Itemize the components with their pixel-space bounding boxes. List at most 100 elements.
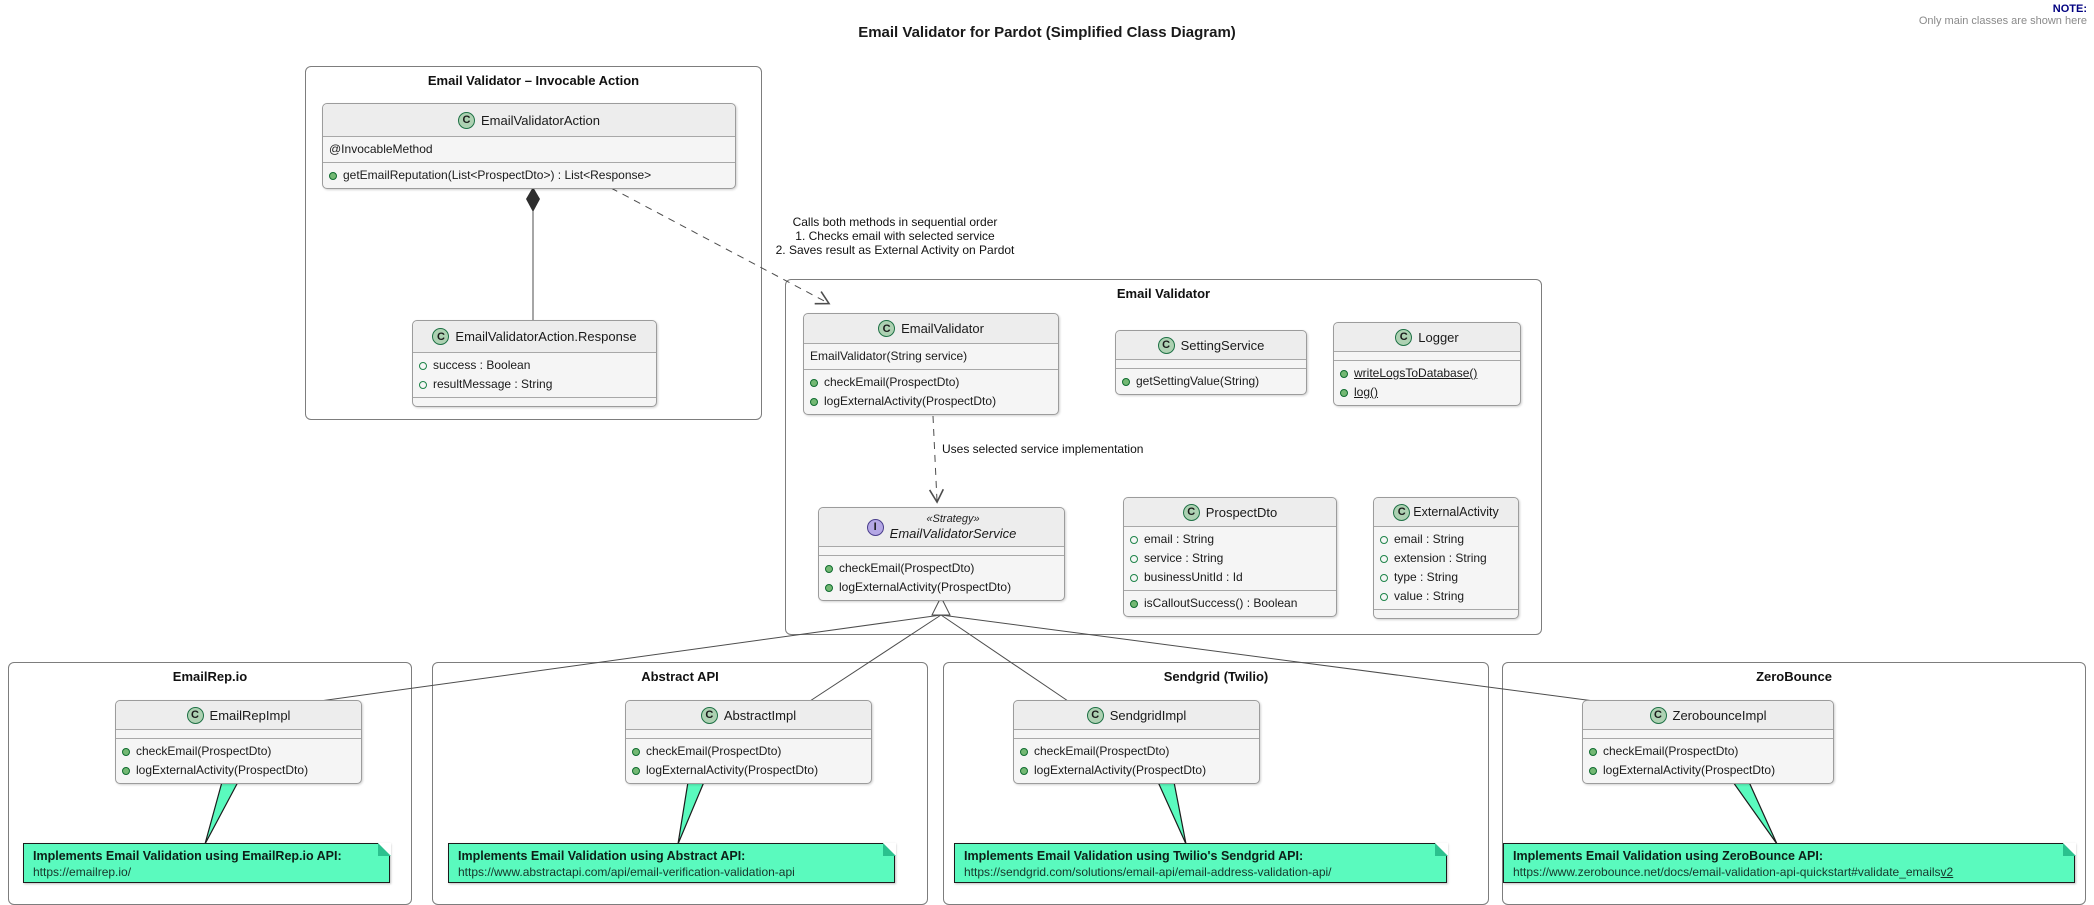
static-method: writeLogsToDatabase() [1340,364,1514,383]
realization-zerobounce [940,614,1595,702]
realization-abstract [809,614,942,702]
empty-compartment [1334,351,1520,360]
attribute-icon [1380,573,1388,582]
public-method-icon [1340,369,1348,378]
class-logger: C Logger writeLogsToDatabase() log() [1333,322,1521,406]
attribute-icon [1380,554,1388,563]
attribute-icon [419,380,427,389]
dependency-label-uses-service: Uses selected service implementation [942,442,1144,456]
class-name: Logger [1418,329,1459,345]
empty-compartment [1014,729,1259,738]
interface-emailvalidatorservice: I «Strategy» EmailValidatorService check… [818,507,1065,601]
interface-header: I «Strategy» EmailValidatorService [819,508,1064,546]
class-icon: C [432,328,450,345]
method: checkEmail(ProspectDto) [810,373,1052,392]
class-emailvalidatoraction: C EmailValidatorAction @InvocableMethod … [322,103,736,189]
label-line: 2. Saves result as External Activity on … [775,243,1015,257]
method: getEmailReputation(List<ProspectDto>) : … [329,166,729,185]
url-text: https://sendgrid.com/solutions/email-api… [964,865,1332,879]
methods-compartment: checkEmail(ProspectDto) logExternalActiv… [1583,738,1833,783]
class-name: EmailValidatorAction [481,112,600,128]
methods-compartment: checkEmail(ProspectDto) logExternalActiv… [116,738,361,783]
dependency-label-sequential: Calls both methods in sequential order 1… [728,215,1062,257]
public-method-icon [825,564,833,573]
class-name: EmailRepImpl [209,707,291,723]
method-signature: logExternalActivity(ProspectDto) [1603,763,1776,777]
method: getSettingValue(String) [1122,372,1300,391]
annotation: @InvocableMethod [329,142,433,156]
class-header: C Logger [1334,323,1520,351]
public-method-icon [329,171,337,180]
attributes-compartment: success : Boolean resultMessage : String [413,352,656,397]
method-signature: logExternalActivity(ProspectDto) [824,394,997,408]
attribute-text: service : String [1144,551,1224,565]
page-title: Email Validator for Pardot (Simplified C… [858,24,1236,41]
class-name: AbstractImpl [723,707,797,723]
method-signature: isCalloutSuccess() : Boolean [1144,596,1298,610]
attribute-text: email : String [1144,532,1215,546]
methods-compartment: getSettingValue(String) [1116,368,1306,394]
method: logExternalActivity(ProspectDto) [632,761,865,780]
public-method-icon [1589,766,1597,775]
method-signature: checkEmail(ProspectDto) [824,375,960,389]
class-abstractimpl: C AbstractImpl checkEmail(ProspectDto) l… [625,700,872,784]
note-emailrep: Implements Email Validation using EmailR… [23,842,391,883]
method-signature: logExternalActivity(ProspectDto) [646,763,819,777]
class-sendgridimpl: C SendgridImpl checkEmail(ProspectDto) l… [1013,700,1260,784]
note-heading: Implements Email Validation using EmailR… [33,849,342,863]
note-heading: Implements Email Validation using Twilio… [964,849,1304,863]
method-signature: checkEmail(ProspectDto) [646,744,782,758]
attribute-icon [1380,592,1388,601]
attribute-icon [1130,554,1138,563]
note-url: https://sendgrid.com/solutions/email-api… [964,865,1437,880]
method-signature: checkEmail(ProspectDto) [839,561,975,575]
public-method-icon [122,766,130,775]
class-header: C EmailValidatorAction [323,104,735,136]
methods-compartment: checkEmail(ProspectDto) logExternalActiv… [626,738,871,783]
method: checkEmail(ProspectDto) [1020,742,1253,761]
empty-compartment [1583,729,1833,738]
package-title: Email Validator [1116,286,1211,301]
interface-name: EmailValidatorService [889,526,1017,541]
public-method-icon [632,766,640,775]
class-icon: C [1649,706,1667,724]
empty-compartment [116,729,361,738]
methods-compartment: writeLogsToDatabase() log() [1334,360,1520,405]
attribute-text: success : Boolean [433,358,531,372]
attribute-icon [1130,535,1138,544]
class-settingservice: C SettingService getSettingValue(String) [1115,330,1307,395]
dependency-action-to-validator [610,187,831,305]
public-method-icon [1020,766,1028,775]
class-header: C EmailValidatorAction.Response [413,321,656,352]
attribute: service : String [1130,549,1330,568]
corner-note: NOTE: Only main classes are shown here [1919,3,2087,28]
class-response: C EmailValidatorAction.Response success … [412,320,657,407]
attribute: resultMessage : String [419,375,650,394]
class-icon: C [700,706,718,724]
attribute-text: email : String [1394,532,1465,546]
attribute: email : String [1130,530,1330,549]
public-method-icon [122,747,130,756]
class-header: C SendgridImpl [1014,701,1259,729]
composition-diamond [526,187,540,212]
methods-compartment: checkEmail(ProspectDto) logExternalActiv… [819,555,1064,600]
stereotype: «Strategy» [926,513,980,525]
note-zerobounce: Implements Email Validation using ZeroBo… [1503,842,2076,883]
package-title: Sendgrid (Twilio) [1163,669,1269,684]
realization-emailrep [319,614,942,702]
class-header: C ExternalActivity [1374,498,1518,526]
class-icon: C [1086,706,1104,724]
class-name: ProspectDto [1205,504,1278,520]
method-signature: logExternalActivity(ProspectDto) [1034,763,1207,777]
public-method-icon [810,397,818,406]
url-text: https://www.zerobounce.net/docs/email-va… [1513,865,1941,879]
constructor: EmailValidator(String service) [810,349,968,363]
attribute-icon [419,361,427,370]
public-method-icon [1122,377,1130,386]
class-prospectdto: C ProspectDto email : String service : S… [1123,497,1337,617]
class-icon: C [1393,503,1411,521]
class-zerobounceimpl: C ZerobounceImpl checkEmail(ProspectDto)… [1582,700,1834,784]
empty-compartment [413,397,656,406]
attribute: extension : String [1380,549,1512,568]
